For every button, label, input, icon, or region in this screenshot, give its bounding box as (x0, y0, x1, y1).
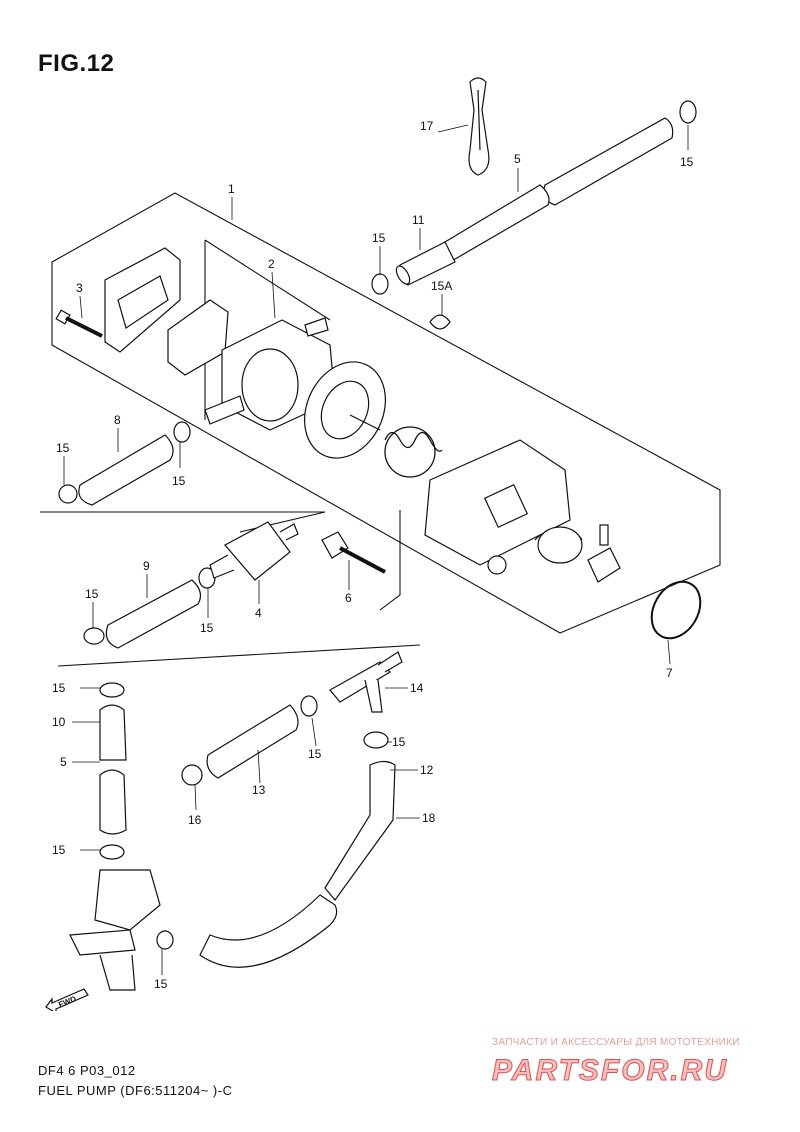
hose-part-9 (105, 579, 202, 649)
callout-10: 10 (52, 715, 66, 729)
callout-15-e: 15 (85, 587, 99, 601)
t-joint-part-14 (329, 651, 403, 713)
watermark-caption: ЗАПЧАСТИ И АКСЕССУАРЫ ДЛЯ МОТОТЕХНИКИ (492, 1037, 740, 1048)
callout-15-i: 15 (392, 735, 406, 749)
callout-9: 9 (143, 559, 150, 573)
callout-2: 2 (268, 257, 275, 271)
fwd-label: FWD (57, 994, 77, 1009)
hose-part-8 (78, 434, 174, 506)
callout-15A: 15A (431, 279, 452, 293)
callout-15-d: 15 (172, 474, 186, 488)
filter-part-4 (209, 521, 299, 581)
callout-15-b: 15 (372, 231, 386, 245)
forward-arrow-icon: FWD (45, 988, 89, 1011)
leader-lines (63, 124, 689, 975)
callout-1: 1 (228, 182, 235, 196)
callout-15-c: 15 (56, 441, 70, 455)
section-divider-1 (40, 511, 326, 533)
footer-name: FUEL PUMP (DF6:511204~ )-C (38, 1083, 233, 1098)
callout-15-f: 15 (200, 621, 214, 635)
hose-part-13 (206, 704, 299, 779)
callout-15-g: 15 (52, 681, 66, 695)
callout-11: 11 (412, 213, 425, 227)
callout-18: 18 (422, 811, 436, 825)
diaphragm (303, 361, 387, 459)
bolt-part-6 (321, 531, 386, 574)
callout-4: 4 (255, 606, 262, 620)
callout-17: 17 (420, 119, 434, 133)
section-divider-2 (57, 644, 421, 667)
screw-part-3 (55, 309, 103, 338)
clamp-icon (58, 100, 697, 950)
cover-plate (104, 247, 229, 376)
callout-5-upper: 5 (514, 152, 521, 166)
o-ring-part-7 (650, 580, 702, 640)
callout-15-j: 15 (52, 843, 66, 857)
callout-14: 14 (410, 681, 424, 695)
bracket-part-17 (468, 77, 490, 176)
figure-title: FIG.12 (38, 50, 115, 77)
callout-16: 16 (188, 813, 202, 827)
callout-8: 8 (114, 413, 121, 427)
assembly-outline (51, 192, 721, 634)
callout-3: 3 (76, 281, 83, 295)
callout-15-a: 15 (680, 155, 694, 169)
fuel-cock (69, 869, 161, 991)
callout-15-k: 15 (154, 977, 168, 991)
callout-13: 13 (252, 783, 266, 797)
callout-12: 12 (420, 763, 434, 777)
check-valve (534, 524, 621, 583)
pump-cover (424, 439, 571, 575)
callout-7: 7 (666, 666, 673, 680)
spring (384, 426, 443, 478)
watermark-logo-text: PARTSFOR.RU (492, 1054, 728, 1086)
pipe-part-11 (395, 241, 456, 286)
footer-code: DF4 6 P03_012 (38, 1063, 136, 1078)
hose-part-10-5 (99, 704, 127, 835)
hose-part-12-18 (199, 760, 396, 968)
callout-6: 6 (345, 591, 352, 605)
callout-15-h: 15 (308, 747, 322, 761)
callout-5-lower: 5 (60, 755, 67, 769)
watermark-logo: PARTSFOR.RU (492, 1054, 728, 1087)
clip-part-15A (429, 314, 451, 330)
